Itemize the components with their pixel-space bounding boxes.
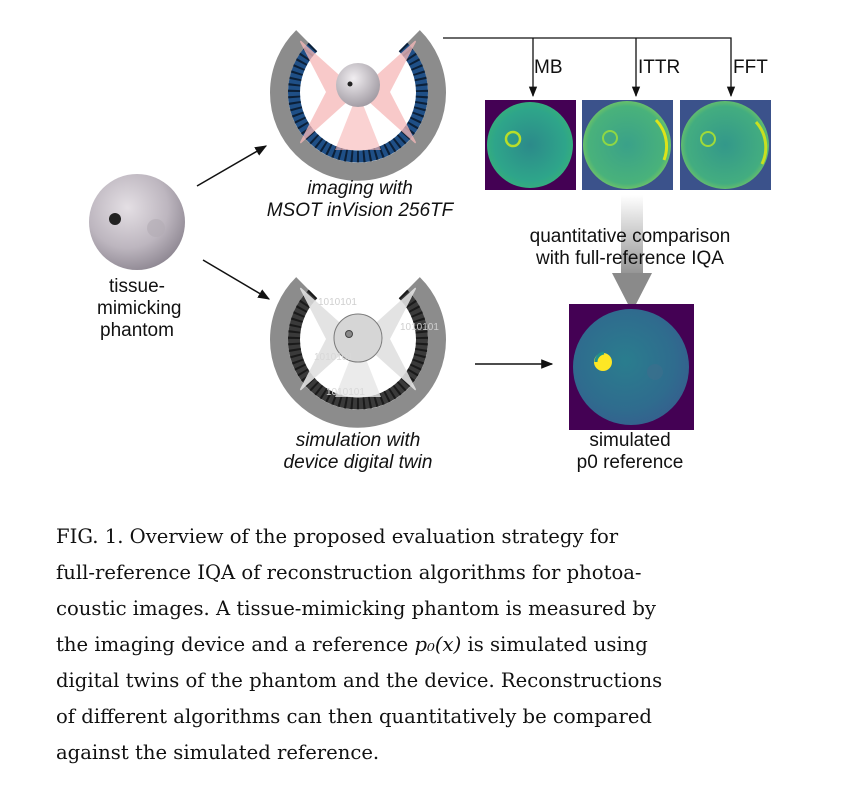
caption-line: coustic images. A tissue-mimicking phant… <box>56 597 656 620</box>
caption-line-with-math: the imaging device and a reference p₀(x)… <box>56 627 796 663</box>
simulation-label-line2: device digital twin <box>283 452 433 473</box>
caption-line: against the simulated reference. <box>56 741 380 764</box>
imaging-label-line1: imaging with <box>307 178 413 199</box>
caption-line: full-reference IQA of reconstruction alg… <box>56 561 642 584</box>
caption-line: of different algorithms can then quantit… <box>56 705 652 728</box>
simulation-label-line1: simulation with <box>295 430 421 451</box>
comparison-arrow <box>612 195 652 312</box>
simulated-reference-image <box>569 304 694 430</box>
digital-twin-image: 1010101 1010101 1010101 1010101 <box>270 277 446 428</box>
arrow-to-simulation <box>202 259 271 300</box>
algo-label-ittr: ITTR <box>638 57 681 78</box>
phantom-image <box>89 174 185 270</box>
figure-diagram: 1010101 1010101 1010101 1010101 <box>89 30 771 430</box>
caption-line: FIG. 1. Overview of the proposed evaluat… <box>56 525 619 548</box>
imaging-label-line2: MSOT inVision 256TF <box>266 200 454 221</box>
binary-overlay: 1010101 <box>400 322 439 333</box>
binary-overlay: 1010101 <box>314 352 353 363</box>
reference-label-line2: p0 reference <box>576 452 684 473</box>
recon-ittr-image <box>582 100 673 190</box>
msot-device-image <box>270 30 446 181</box>
phantom-label-line2: mimicking <box>97 298 182 319</box>
comparison-label-line1: quantitative comparison <box>529 226 731 247</box>
binary-overlay: 1010101 <box>326 387 365 398</box>
phantom-label-line1: tissue- <box>109 276 165 297</box>
recon-fft-image <box>680 100 771 190</box>
caption-line: digital twins of the phantom and the dev… <box>56 669 663 692</box>
binary-overlay: 1010101 <box>318 297 357 308</box>
recon-mb-image <box>485 100 576 190</box>
comparison-label-line2: with full-reference IQA <box>536 248 724 269</box>
caption-text: the imaging device and a reference <box>56 633 415 656</box>
caption-text: is simulated using <box>461 633 648 656</box>
reference-label-line1: simulated <box>589 430 671 451</box>
caption-math-p0x: p₀(x) <box>414 633 462 656</box>
phantom-label-line3: phantom <box>100 320 174 341</box>
arrow-to-imaging <box>196 145 268 187</box>
algo-label-fft: FFT <box>733 57 768 78</box>
algo-label-mb: MB <box>534 57 563 78</box>
figure-caption: FIG. 1. Overview of the proposed evaluat… <box>56 519 796 771</box>
reconstruction-arrows <box>443 37 736 98</box>
